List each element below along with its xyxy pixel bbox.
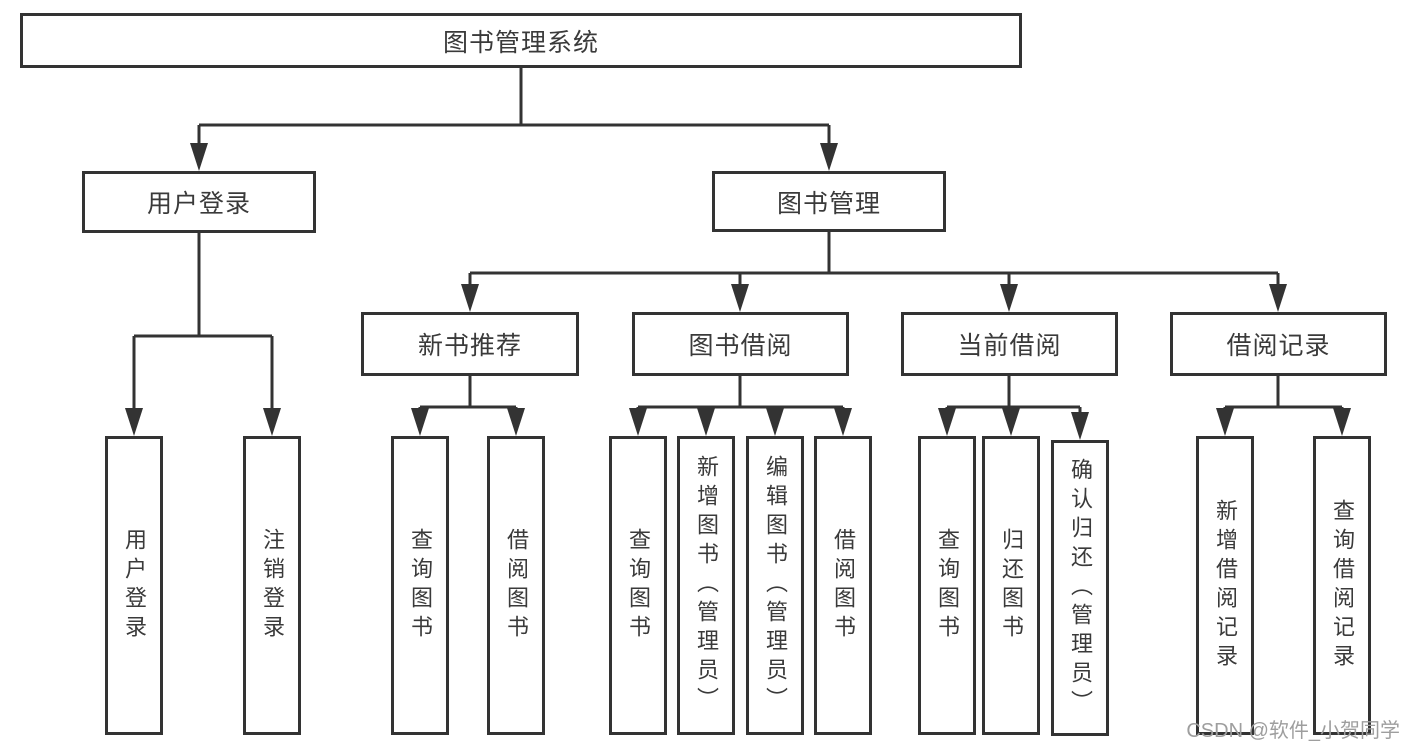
leaf-add-borrow-record: 新增借阅记录 — [1196, 436, 1254, 735]
node-book-management: 图书管理 — [712, 171, 946, 232]
leaf-query-books-borrowing: 查询图书 — [609, 436, 667, 735]
node-user-login: 用户登录 — [82, 171, 316, 233]
watermark: CSDN @软件_小贺同学 — [1186, 720, 1400, 742]
leaf-query-books-current: 查询图书 — [918, 436, 976, 735]
leaf-confirm-return-admin: 确认归还（管理员） — [1051, 440, 1109, 736]
node-current-borrowing: 当前借阅 — [901, 312, 1118, 376]
node-new-book-recommend: 新书推荐 — [361, 312, 579, 376]
connector-edges — [132, 67, 1344, 418]
leaf-logout: 注销登录 — [243, 436, 301, 735]
node-book-borrowing: 图书借阅 — [632, 312, 849, 376]
leaf-query-books-recommend: 查询图书 — [391, 436, 449, 735]
leaf-add-book-admin: 新增图书（管理员） — [677, 436, 735, 735]
leaf-borrow-books-borrowing: 借阅图书 — [814, 436, 872, 735]
leaf-user-login: 用户登录 — [105, 436, 163, 735]
connector-arrowheads — [125, 143, 1351, 440]
node-library-system: 图书管理系统 — [20, 13, 1022, 68]
leaf-return-books: 归还图书 — [982, 436, 1040, 735]
leaf-query-borrow-record: 查询借阅记录 — [1313, 436, 1371, 735]
node-borrowing-records: 借阅记录 — [1170, 312, 1387, 376]
leaf-borrow-books-recommend: 借阅图书 — [487, 436, 545, 735]
leaf-edit-book-admin: 编辑图书（管理员） — [746, 436, 804, 735]
